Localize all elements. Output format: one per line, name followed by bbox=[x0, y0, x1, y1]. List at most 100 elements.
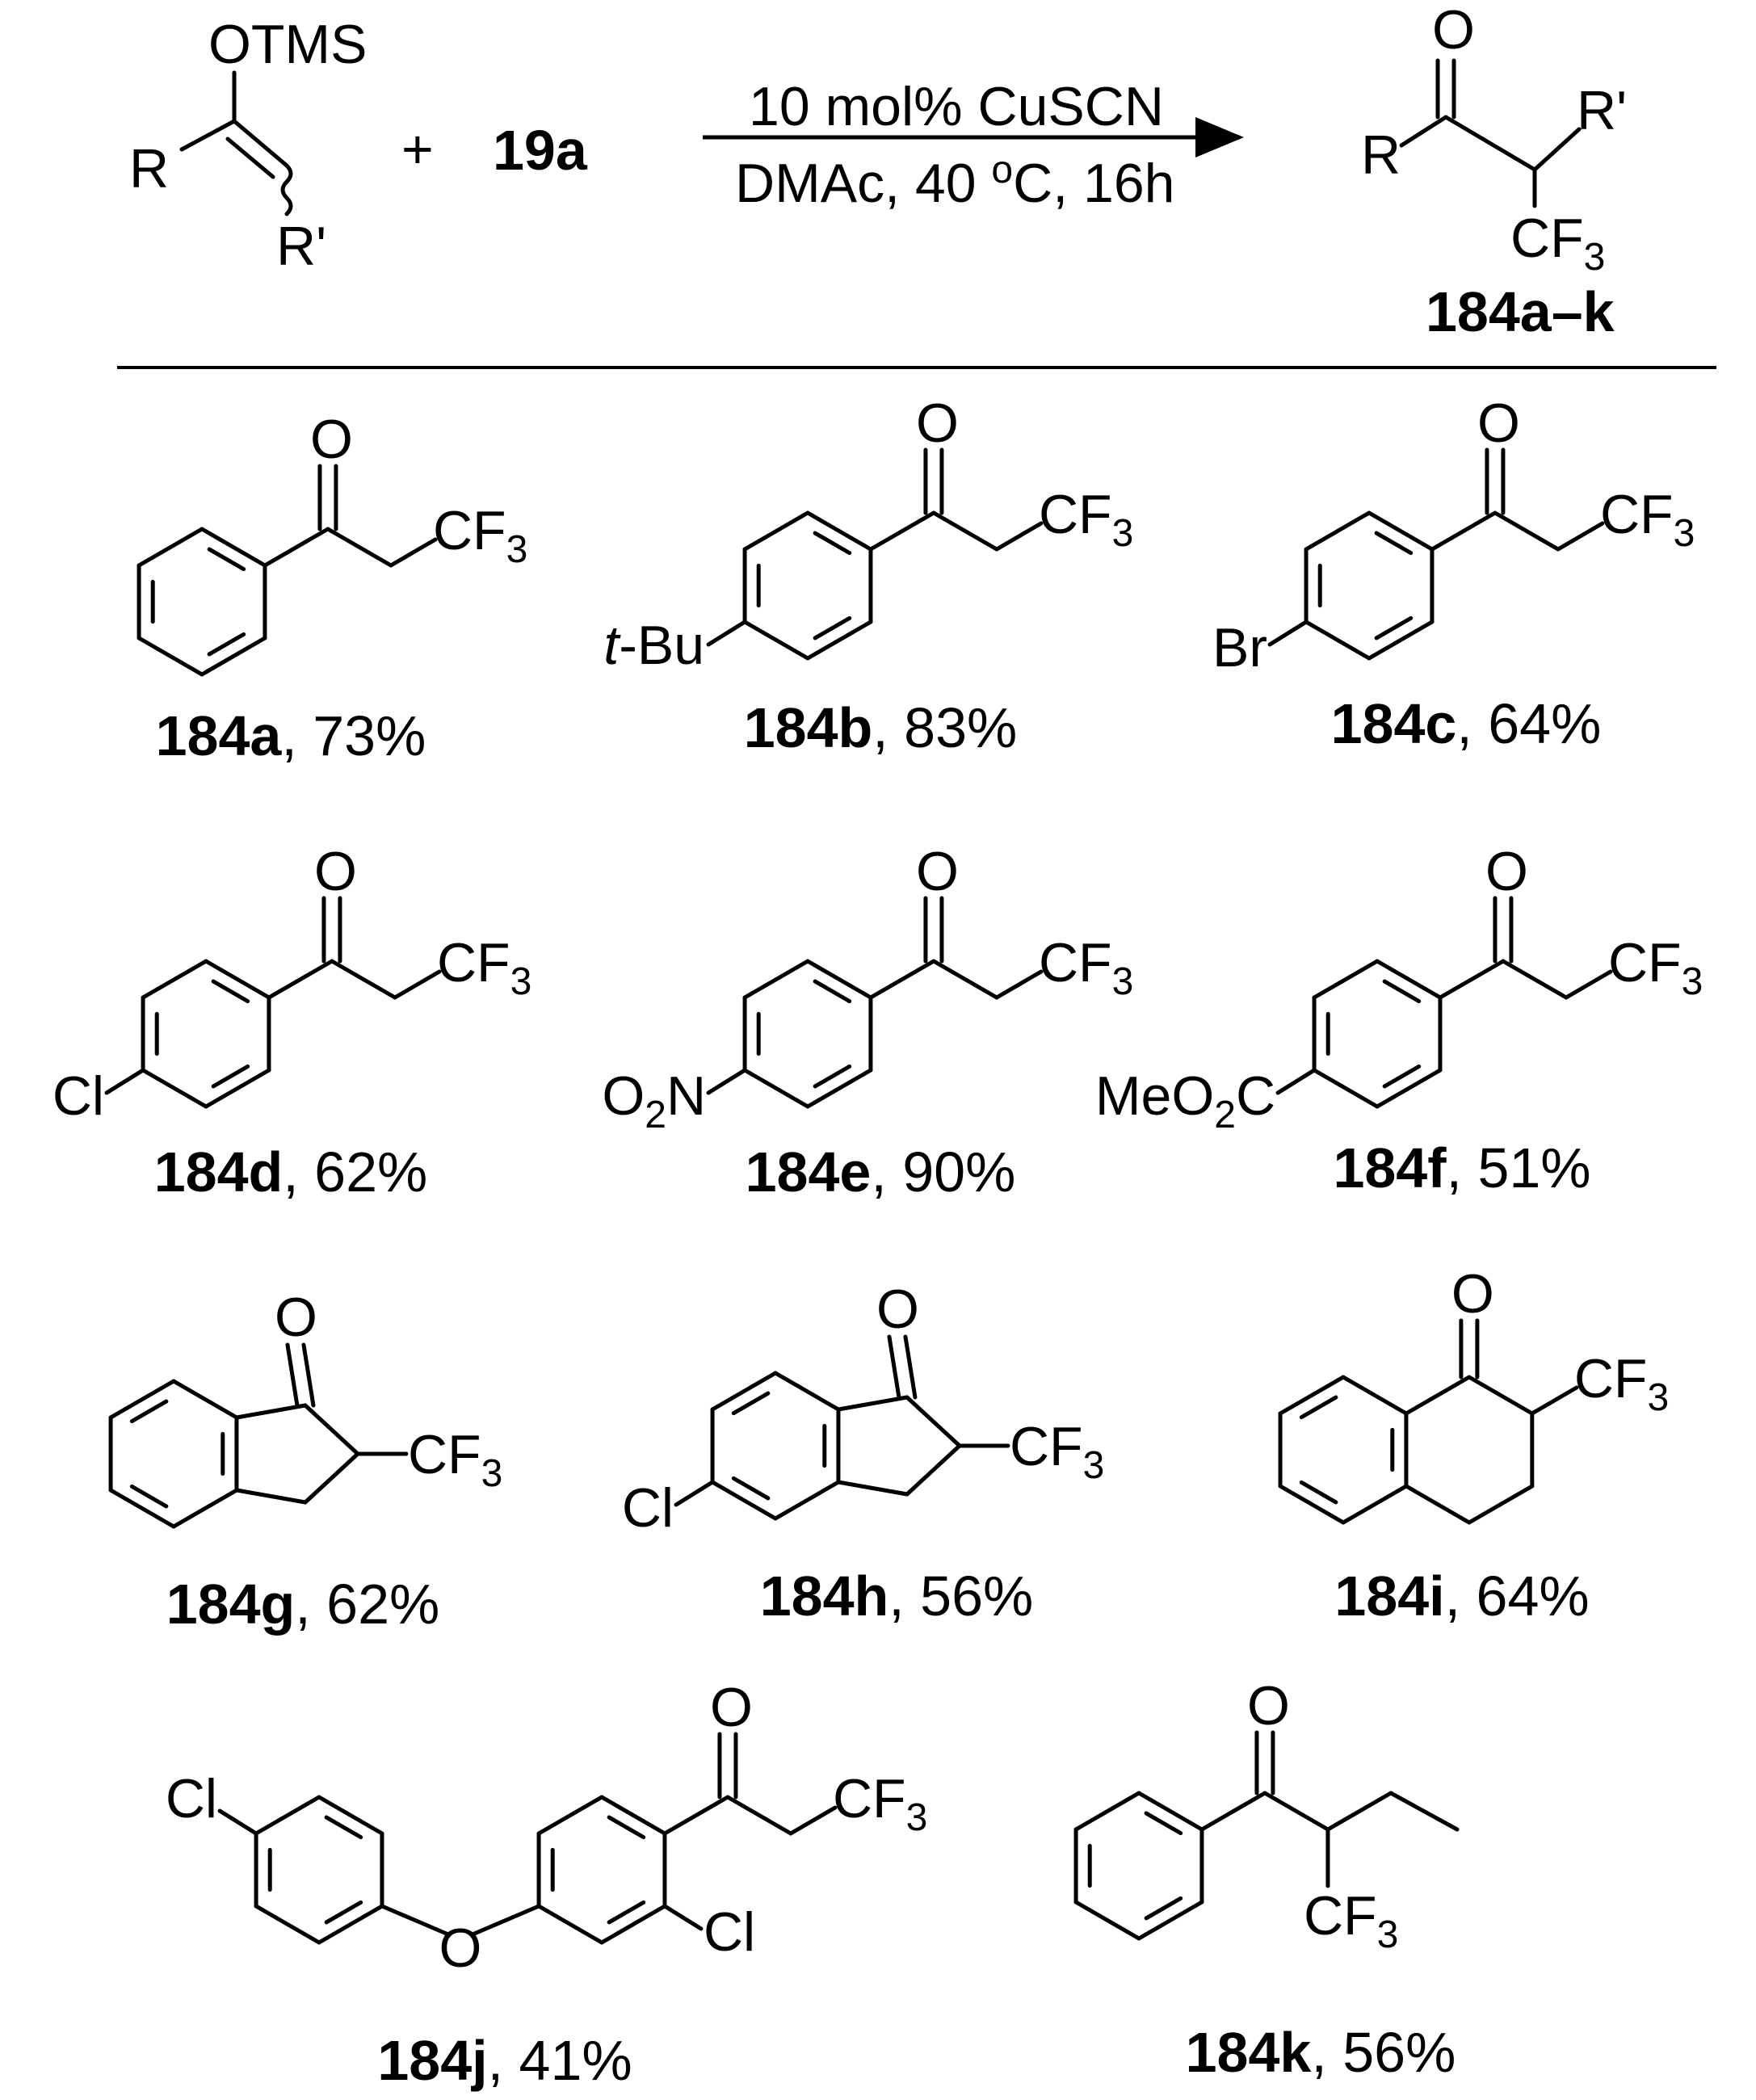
ring-double-bond bbox=[1144, 1811, 1183, 1836]
c-o-bond-1 bbox=[380, 1904, 451, 1937]
ring-double-bond bbox=[1299, 1480, 1338, 1505]
cf3-label: CF3 bbox=[1039, 484, 1133, 555]
carbonyl-methylene-bond bbox=[330, 959, 397, 1000]
oxygen-label: O bbox=[710, 1677, 753, 1738]
silyl-enol-ether-reactant: OTMS R R' bbox=[129, 14, 367, 277]
ring-double-bond bbox=[731, 1476, 771, 1501]
ring-bond bbox=[1341, 1375, 1409, 1416]
ring-bond bbox=[1312, 1068, 1380, 1109]
carbonyl-ch-bond bbox=[905, 1395, 962, 1448]
oxygen-label: O bbox=[876, 1279, 919, 1340]
ring-bond bbox=[710, 1371, 778, 1412]
oxygen-label: O bbox=[314, 841, 357, 902]
cf3-label: CF3 bbox=[1039, 932, 1133, 1003]
ring-double-bond bbox=[813, 979, 852, 1004]
ring-double-bond bbox=[1299, 1395, 1338, 1420]
compound-caption: 184k, 56% bbox=[1186, 2021, 1456, 2084]
product-range-id: 184a–k bbox=[1426, 280, 1615, 343]
cf3-label: CF3 bbox=[1600, 484, 1695, 555]
c-cl-bond bbox=[217, 1808, 258, 1836]
carbonyl-methylene-bond bbox=[1493, 510, 1561, 552]
conditions-line2: DMAc, 40 oC, 16h bbox=[735, 149, 1174, 214]
ring-bond bbox=[536, 1904, 604, 1945]
ring-double-bond bbox=[731, 1391, 771, 1416]
oxygen-label: O bbox=[275, 1287, 317, 1348]
ring-double-bond bbox=[324, 1815, 363, 1840]
ring-double-bond bbox=[324, 1900, 363, 1925]
cf3-label: CF3 bbox=[437, 932, 531, 1003]
c-ester-bond bbox=[1275, 1068, 1317, 1095]
c-o-bond-2 bbox=[470, 1904, 541, 1937]
ring-carbonyl-bond bbox=[836, 1395, 910, 1412]
cf3-label: CF3 bbox=[1304, 1885, 1398, 1956]
methylene-cf3-bond bbox=[389, 537, 438, 568]
carbonyl-methylene-bond bbox=[931, 510, 999, 552]
general-product: O R R' CF3 184a–k bbox=[1361, 0, 1627, 343]
ring-bond bbox=[1073, 1791, 1141, 1832]
ring-carbonyl-bond bbox=[1404, 1375, 1472, 1416]
compound-caption: 184d, 62% bbox=[154, 1140, 428, 1203]
compound-caption: 184f, 51% bbox=[1333, 1136, 1590, 1199]
oxygen-label: O bbox=[1247, 1675, 1290, 1737]
carbonyl-methylene-bond bbox=[1501, 959, 1569, 1000]
ring-bond bbox=[200, 636, 267, 677]
ring-double-bond bbox=[129, 1484, 169, 1509]
ring-bond bbox=[1073, 1900, 1141, 1941]
ring-bond bbox=[1136, 1900, 1204, 1941]
carbonyl-alpha-bond bbox=[1443, 115, 1537, 172]
ring-bond bbox=[1367, 620, 1435, 661]
ring-double-bond bbox=[1382, 1064, 1422, 1089]
ch2-ch2-bond bbox=[1467, 1484, 1535, 1525]
ring-bond bbox=[204, 1068, 271, 1109]
compound-caption: 184g, 62% bbox=[166, 1573, 440, 1636]
ch2-ring-bond bbox=[836, 1480, 910, 1497]
c-cl-bond bbox=[662, 1904, 704, 1931]
tbu-bond bbox=[706, 620, 747, 647]
ring-carbonyl-bond bbox=[234, 1403, 308, 1420]
carbonyl-bond-1 bbox=[285, 1342, 300, 1408]
r-label: R bbox=[129, 138, 169, 200]
methylene-cf3-bond bbox=[1556, 521, 1605, 552]
ring-double-bond bbox=[813, 1064, 852, 1089]
aryl-carbonyl-bond bbox=[868, 959, 936, 1000]
r-carbonyl-bond bbox=[1399, 115, 1448, 148]
ring-bond bbox=[805, 959, 873, 1000]
methylene-cf3-bond bbox=[788, 1805, 838, 1836]
ch-ch2-bond bbox=[303, 1451, 360, 1505]
ch2-ring-bond bbox=[1404, 1484, 1472, 1525]
aryl-carbonyl-bond bbox=[1430, 510, 1498, 552]
oxygen-label: O bbox=[1432, 0, 1475, 61]
otms-label: OTMS bbox=[208, 14, 367, 75]
compound-caption: 184j, 41% bbox=[377, 2029, 632, 2092]
ring-bond bbox=[1312, 959, 1380, 1000]
c-n-bond bbox=[706, 1068, 747, 1095]
c-br-bond bbox=[1267, 620, 1309, 647]
ring-double-bond bbox=[607, 1815, 646, 1840]
c-cl-bond bbox=[104, 1068, 145, 1095]
ethyl-bond bbox=[1388, 1791, 1460, 1832]
c-c-double-bond-inner bbox=[225, 136, 275, 179]
carbonyl-bond-2 bbox=[903, 1334, 918, 1400]
tbu-label: t-Bu bbox=[603, 615, 704, 676]
carbonyl-bond-1 bbox=[887, 1334, 901, 1400]
cf3-label: CF3 bbox=[1574, 1348, 1669, 1419]
ring-bond bbox=[1278, 1484, 1346, 1525]
conditions-line1: 10 mol% CuSCN bbox=[749, 76, 1164, 137]
carbonyl-methylene-bond bbox=[326, 527, 393, 568]
aryl-carbonyl-bond bbox=[1438, 959, 1506, 1000]
carbonyl-alpha-bond bbox=[1262, 1791, 1330, 1832]
carbonyl-methylene-bond bbox=[725, 1795, 793, 1836]
cf3-label: CF3 bbox=[1010, 1416, 1104, 1487]
ring-bond bbox=[1278, 1375, 1346, 1416]
methylene-cf3-bond bbox=[994, 521, 1044, 552]
ring-bond bbox=[805, 1068, 873, 1109]
oxygen-label: O bbox=[916, 841, 959, 902]
ring-bond bbox=[204, 959, 271, 1000]
ring-bond bbox=[710, 1480, 778, 1521]
